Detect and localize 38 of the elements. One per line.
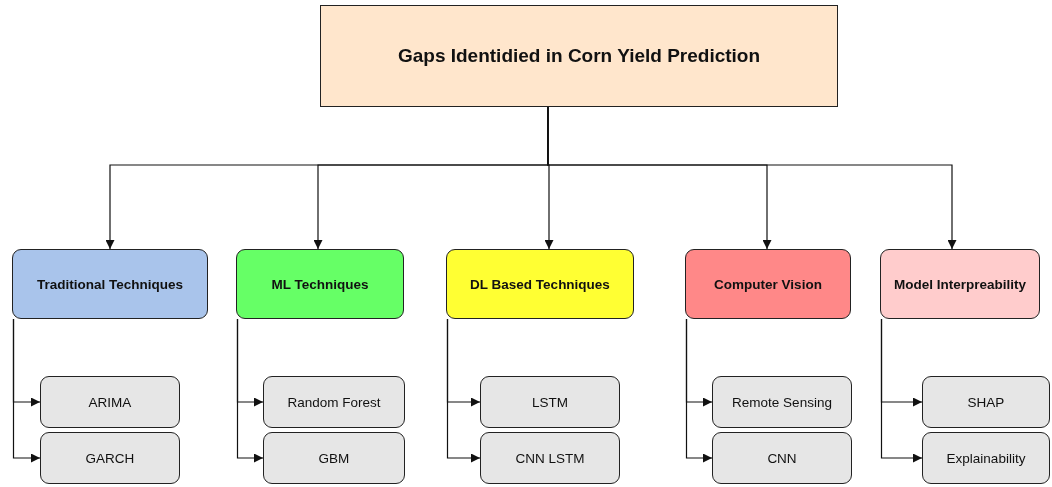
item-box — [263, 432, 405, 484]
item-box — [922, 432, 1050, 484]
item-label: Remote Sensing — [732, 394, 832, 410]
item-box — [712, 432, 852, 484]
connector-arrow — [547, 106, 957, 250]
heading-label: Gaps Identidied in Corn Yield Prediction — [397, 45, 761, 67]
item-box — [922, 376, 1050, 428]
connector-arrow — [236, 318, 264, 463]
item-box — [480, 432, 620, 484]
category-label: ML Techniques — [271, 276, 369, 292]
category-box — [685, 249, 851, 319]
item-label: LSTM — [532, 394, 568, 410]
item-box — [263, 376, 405, 428]
item-box — [40, 432, 180, 484]
category-label: Computer Vision — [714, 276, 822, 292]
item-label: CNN — [767, 450, 797, 466]
item-label: CNN LSTM — [515, 450, 585, 466]
category-label: DL Based Techniques — [470, 276, 610, 292]
item-label: ARIMA — [88, 394, 132, 410]
title-box — [320, 5, 838, 107]
category-box — [446, 249, 634, 319]
item-label: GBM — [318, 450, 350, 466]
item-label: SHAP — [967, 394, 1005, 410]
category-box — [12, 249, 208, 319]
item-label: Explainability — [946, 450, 1026, 466]
item-label: GARCH — [85, 450, 135, 466]
connector-arrow — [880, 318, 923, 463]
category-box — [880, 249, 1040, 319]
category-label: Model Interpreability — [894, 276, 1026, 292]
connector-arrow — [12, 318, 41, 463]
category-box — [236, 249, 404, 319]
item-box — [480, 376, 620, 428]
category-label: Traditional Techniques — [37, 276, 183, 292]
item-box — [712, 376, 852, 428]
connector-arrow — [685, 318, 713, 463]
item-box — [40, 376, 180, 428]
connector-arrow — [446, 318, 481, 463]
item-label: Random Forest — [287, 394, 381, 410]
